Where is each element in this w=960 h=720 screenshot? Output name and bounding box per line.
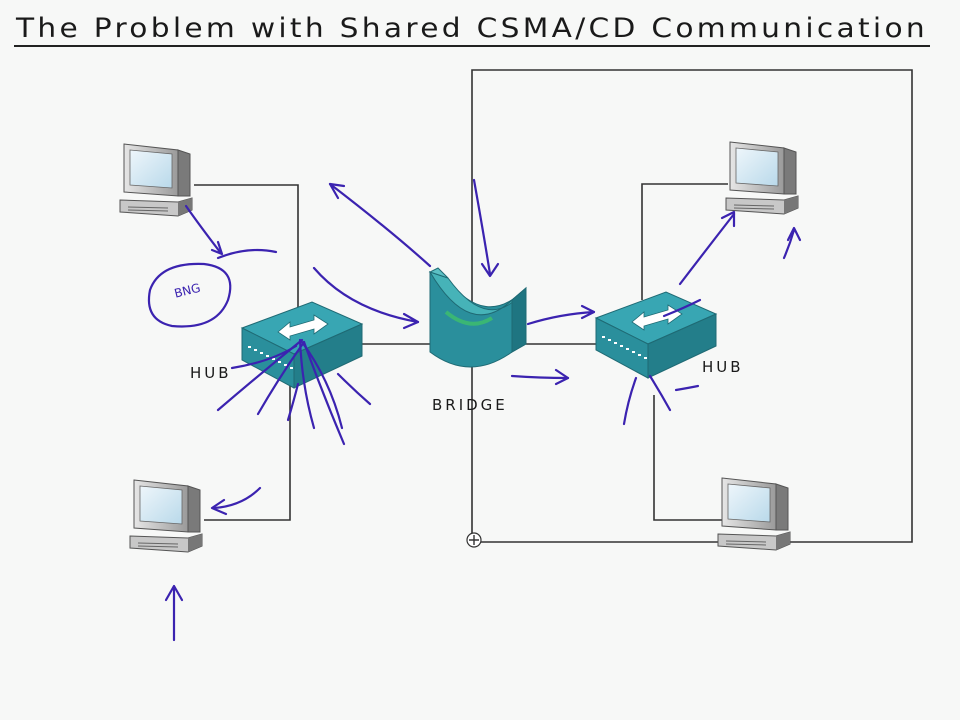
bridge-icon[interactable] (428, 267, 527, 368)
bridge-label: BRIDGE (432, 396, 508, 414)
computer-icon[interactable] (725, 141, 799, 215)
computer-icon[interactable] (717, 477, 791, 551)
page-title: The Problem with Shared CSMA/CD Communic… (15, 13, 928, 44)
move-cursor-icon (466, 532, 482, 548)
computer-icon[interactable] (129, 479, 203, 553)
hub-right-label: HUB (702, 358, 744, 376)
hub-icon[interactable] (595, 291, 717, 379)
scribble-label: BNG (173, 281, 202, 301)
annotation-ink (147, 178, 802, 642)
hub-left-label: HUB (190, 364, 232, 382)
computer-icon[interactable] (119, 143, 193, 217)
